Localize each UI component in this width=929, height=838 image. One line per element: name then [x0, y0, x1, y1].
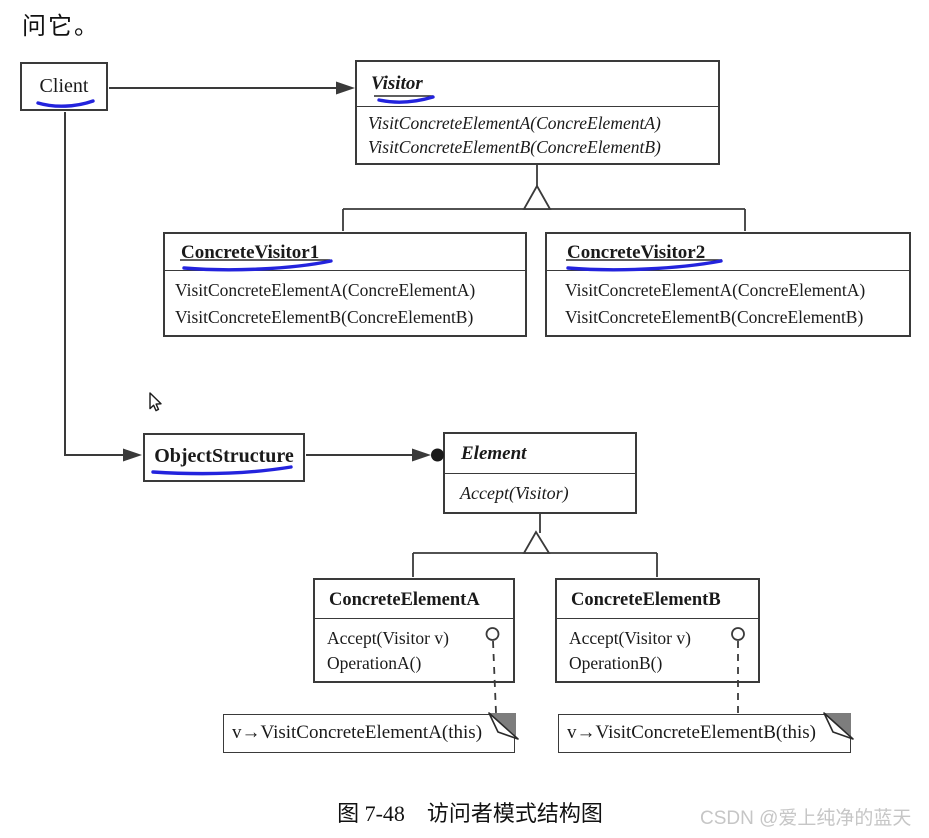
- method-operation-b: OperationB(): [569, 653, 663, 673]
- mouse-cursor: [149, 392, 162, 412]
- method-operation-a: OperationA(): [327, 653, 422, 673]
- paragraph-text: 问它。: [22, 14, 100, 40]
- class-title-client: Client: [39, 75, 89, 97]
- class-box-concrete-element-b: ConcreteElementB Accept(Visitor v) Opera…: [555, 578, 760, 683]
- element-inheritance-connector: [412, 514, 658, 577]
- method-accept: Accept(Visitor v): [327, 628, 449, 648]
- method-visit-b: VisitConcreteElementB(ConcreElementB): [565, 307, 864, 327]
- class-methods-concrete-visitor1: VisitConcreteElementA(ConcreElementA) Vi…: [165, 270, 525, 337]
- figure-caption: 图 7-48 访问者模式结构图: [337, 801, 603, 826]
- client-to-visitor-arrow: [109, 81, 355, 95]
- class-methods-concrete-element-b: Accept(Visitor v) OperationB(): [557, 618, 758, 681]
- method-accept: Accept(Visitor): [460, 483, 569, 503]
- method-visit-a: VisitConcreteElementA(ConcreElementA): [368, 113, 661, 133]
- class-methods-concrete-visitor2: VisitConcreteElementA(ConcreElementA) Vi…: [547, 270, 909, 337]
- uml-note-a: v→VisitConcreteElementA(this): [223, 714, 515, 753]
- class-box-element: Element Accept(Visitor): [443, 432, 637, 514]
- class-title-concrete-element-b: ConcreteElementB: [571, 590, 721, 610]
- method-accept: Accept(Visitor v): [569, 628, 691, 648]
- class-title-concrete-visitor1: ConcreteVisitor1: [181, 242, 320, 263]
- class-title-concrete-element-a: ConcreteElementA: [329, 590, 480, 610]
- class-box-client: Client: [20, 62, 108, 111]
- class-title-visitor: Visitor: [371, 73, 423, 94]
- method-visit-a: VisitConcreteElementA(ConcreElementA): [565, 280, 866, 300]
- class-title-concrete-visitor2: ConcreteVisitor2: [567, 242, 706, 263]
- class-box-object-structure: ObjectStructure: [143, 433, 305, 482]
- class-box-concrete-visitor1: ConcreteVisitor1 VisitConcreteElementA(C…: [163, 232, 527, 337]
- class-methods-element: Accept(Visitor): [445, 473, 635, 512]
- method-visit-b: VisitConcreteElementB(ConcreElementB): [368, 137, 661, 157]
- inheritance-triangle-icon: [522, 184, 552, 210]
- class-box-concrete-visitor2: ConcreteVisitor2 VisitConcreteElementA(C…: [545, 232, 911, 337]
- uml-note-b: v→VisitConcreteElementB(this): [558, 714, 851, 753]
- class-methods-visitor: VisitConcreteElementA(ConcreElementA) Vi…: [357, 106, 718, 165]
- visitor-inheritance-connector: [342, 165, 746, 231]
- class-title-element: Element: [461, 443, 527, 464]
- method-visit-b: VisitConcreteElementB(ConcreElementB): [175, 307, 474, 327]
- class-box-concrete-element-a: ConcreteElementA Accept(Visitor v) Opera…: [313, 578, 515, 683]
- inheritance-triangle-icon: [522, 530, 551, 554]
- class-methods-concrete-element-a: Accept(Visitor v) OperationA(): [315, 618, 513, 681]
- class-title-object-structure: ObjectStructure: [154, 445, 294, 467]
- object-structure-to-element-arrow: [306, 448, 444, 462]
- client-to-object-structure-arrow: [64, 112, 142, 462]
- csdn-watermark: CSDN @爱上纯净的蓝天: [700, 808, 912, 829]
- class-box-visitor: Visitor VisitConcreteElementA(ConcreElem…: [355, 60, 720, 165]
- method-visit-a: VisitConcreteElementA(ConcreElementA): [175, 280, 476, 300]
